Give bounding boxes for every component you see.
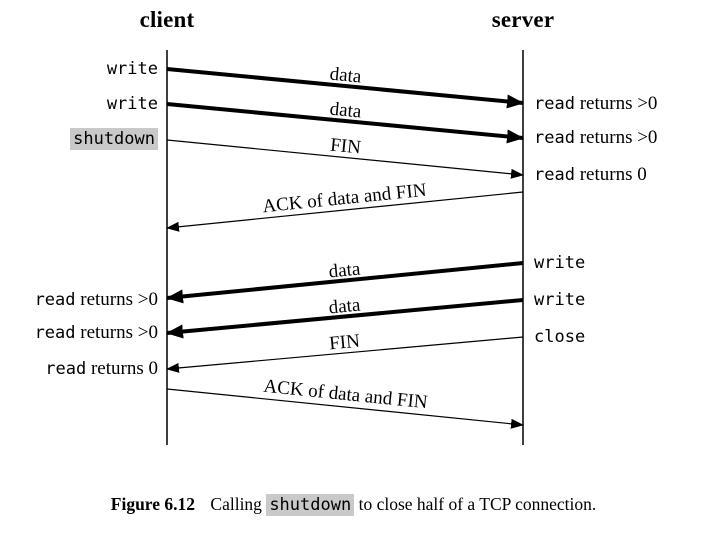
label-text: write bbox=[534, 253, 586, 273]
server-event-read-1: read returns >0 bbox=[534, 93, 657, 115]
label-text: read bbox=[45, 359, 87, 379]
label-suffix: returns 0 bbox=[579, 164, 647, 185]
message-label: FIN bbox=[328, 331, 361, 355]
message-label: ACK of data and FIN bbox=[263, 376, 429, 414]
server-event-read-3: read returns 0 bbox=[534, 164, 647, 186]
arrow-data-2 bbox=[166, 102, 524, 144]
figure-caption: Figure 6.12 Calling shutdown to close ha… bbox=[0, 494, 707, 516]
arrow-data-4 bbox=[166, 298, 524, 339]
server-event-read-2: read returns >0 bbox=[534, 127, 657, 149]
arrow-data-3 bbox=[166, 261, 524, 304]
label-text: shutdown bbox=[70, 128, 158, 150]
message-label: data bbox=[329, 64, 363, 88]
label-text: read bbox=[34, 290, 76, 310]
label-suffix: returns >0 bbox=[579, 93, 658, 114]
label-text: read bbox=[534, 94, 575, 114]
message-label: data bbox=[329, 99, 363, 123]
label-text: close bbox=[534, 327, 586, 347]
server-event-write-2: write bbox=[534, 289, 585, 311]
label-text: read bbox=[534, 165, 575, 185]
client-event-write-2: write bbox=[107, 93, 158, 115]
label-suffix: returns >0 bbox=[80, 289, 158, 310]
label-text: write bbox=[106, 94, 158, 114]
label-text: write bbox=[534, 290, 586, 310]
label-text: read bbox=[534, 128, 575, 148]
arrow-ack-to-client bbox=[166, 191, 524, 232]
client-event-read-2: read returns >0 bbox=[35, 322, 158, 344]
figure-number: Figure 6.12 bbox=[110, 494, 196, 514]
client-header: client bbox=[139, 7, 195, 32]
client-event-read-3: read returns 0 bbox=[45, 358, 158, 380]
message-label: data bbox=[328, 295, 362, 319]
server-header: server bbox=[491, 7, 555, 32]
arrow-fin-client bbox=[166, 139, 524, 179]
label-suffix: returns >0 bbox=[80, 322, 158, 343]
label-suffix: returns >0 bbox=[579, 127, 658, 148]
message-label: FIN bbox=[329, 135, 362, 159]
message-label: ACK of data and FIN bbox=[261, 180, 427, 218]
label-text: write bbox=[106, 59, 158, 79]
arrow-ack-to-server bbox=[166, 388, 524, 429]
arrow-fin-server bbox=[166, 336, 524, 373]
sequence-diagram-canvas: data data FIN ACK of data and FIN data d… bbox=[166, 50, 524, 445]
server-event-write-1: write bbox=[534, 252, 585, 274]
caption-text-before: Calling bbox=[210, 494, 262, 514]
caption-code-shutdown: shutdown bbox=[266, 494, 355, 516]
server-event-close: close bbox=[534, 326, 585, 348]
message-label: data bbox=[328, 259, 362, 283]
client-event-write-1: write bbox=[107, 58, 158, 80]
label-suffix: returns 0 bbox=[90, 358, 158, 379]
arrow-data-1 bbox=[166, 67, 524, 109]
client-event-read-1: read returns >0 bbox=[35, 289, 158, 311]
label-text: read bbox=[34, 323, 76, 343]
client-event-shutdown: shutdown bbox=[70, 128, 158, 150]
caption-text-after: to close half of a TCP connection. bbox=[358, 494, 597, 514]
